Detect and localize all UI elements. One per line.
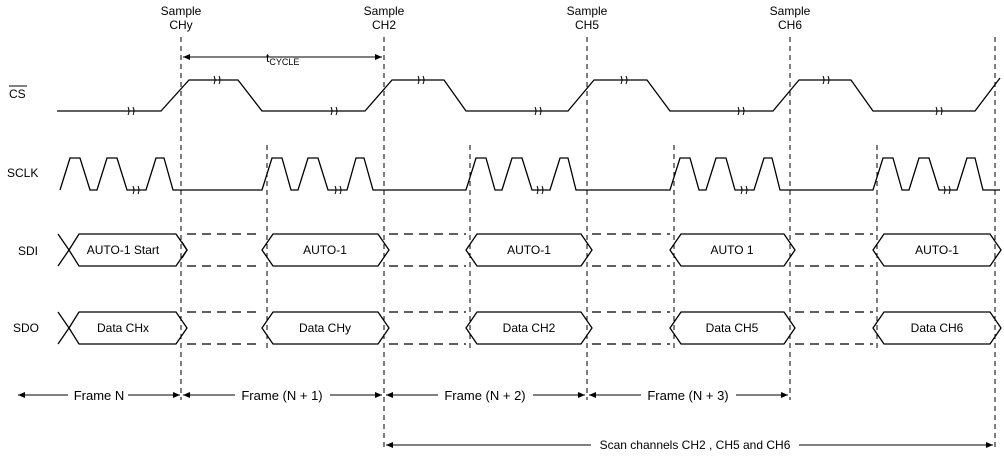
sdo-cell — [872, 311, 1002, 345]
sdi-label: SDI — [18, 244, 38, 258]
sclk-label: SCLK — [7, 166, 38, 180]
sdo-cell-label: Data CH5 — [706, 321, 759, 335]
scan-label: Scan channels CH2 , CH5 and CH6 — [600, 438, 791, 452]
cs-waveform — [57, 77, 1001, 112]
sdi-cell-label: AUTO-1 — [303, 243, 347, 257]
sclk-waveform — [59, 157, 1000, 191]
cs-break-marks — [127, 75, 943, 116]
sclk-break-marks — [132, 185, 951, 195]
sdo-cell — [261, 311, 390, 345]
sample-guide-lines — [180, 37, 996, 450]
frame-label: Frame (N + 3) — [647, 388, 728, 403]
sample-label-line1: Sample — [161, 4, 202, 18]
sdi-cell-label: AUTO 1 — [710, 243, 753, 257]
sdo-label: SDO — [13, 321, 39, 335]
sdi-cell — [872, 233, 1002, 267]
sdo-bus: Data CHx Data CHy Data CH2 Data CH5 Data… — [57, 311, 1002, 345]
sample-label-line1: Sample — [770, 4, 811, 18]
frame-label: Frame (N + 2) — [444, 388, 525, 403]
sdo-cell — [669, 311, 796, 345]
signal-labels: CS SCLK SDI SDO — [7, 85, 39, 335]
frame-label: Frame N — [74, 388, 125, 403]
cs-label: CS — [9, 87, 26, 101]
sdo-cell-label: Data CHy — [299, 321, 351, 335]
sample-label-line2: CH6 — [778, 18, 802, 32]
sdo-cell-label: Data CH6 — [911, 321, 964, 335]
sdi-cell-label: AUTO-1 — [507, 243, 551, 257]
sdo-cell-label: Data CHx — [97, 321, 149, 335]
sample-label-line1: Sample — [364, 4, 405, 18]
sdi-cell — [465, 233, 593, 267]
sdo-cell-label: Data CH2 — [503, 321, 556, 335]
sample-label-line2: CH5 — [575, 18, 599, 32]
sdo-cell — [68, 311, 188, 345]
scan-annotation: Scan channels CH2 , CH5 and CH6 — [386, 438, 993, 452]
tcycle-label: tCYCLE — [266, 51, 299, 67]
sclk-guide-lines — [266, 145, 878, 350]
tcycle-annotation: tCYCLE — [183, 51, 382, 67]
sdi-cell — [261, 233, 390, 267]
sdo-cell — [465, 311, 593, 345]
sdi-cell-label: AUTO-1 Start — [87, 243, 160, 257]
sdi-cell-label: AUTO-1 — [915, 243, 959, 257]
sample-label-line2: CHy — [169, 18, 192, 32]
frame-label: Frame (N + 1) — [241, 388, 322, 403]
sample-label-line2: CH2 — [372, 18, 396, 32]
frame-markers: Frame N Frame (N + 1) Frame (N + 2) Fram… — [18, 388, 788, 403]
sample-labels: Sample CHy Sample CH2 Sample CH5 Sample … — [161, 4, 811, 32]
sdi-cell — [669, 233, 796, 267]
sdi-bus: AUTO-1 Start AUTO-1 AUTO-1 AUTO 1 AUTO-1 — [57, 233, 1002, 267]
sample-label-line1: Sample — [567, 4, 608, 18]
